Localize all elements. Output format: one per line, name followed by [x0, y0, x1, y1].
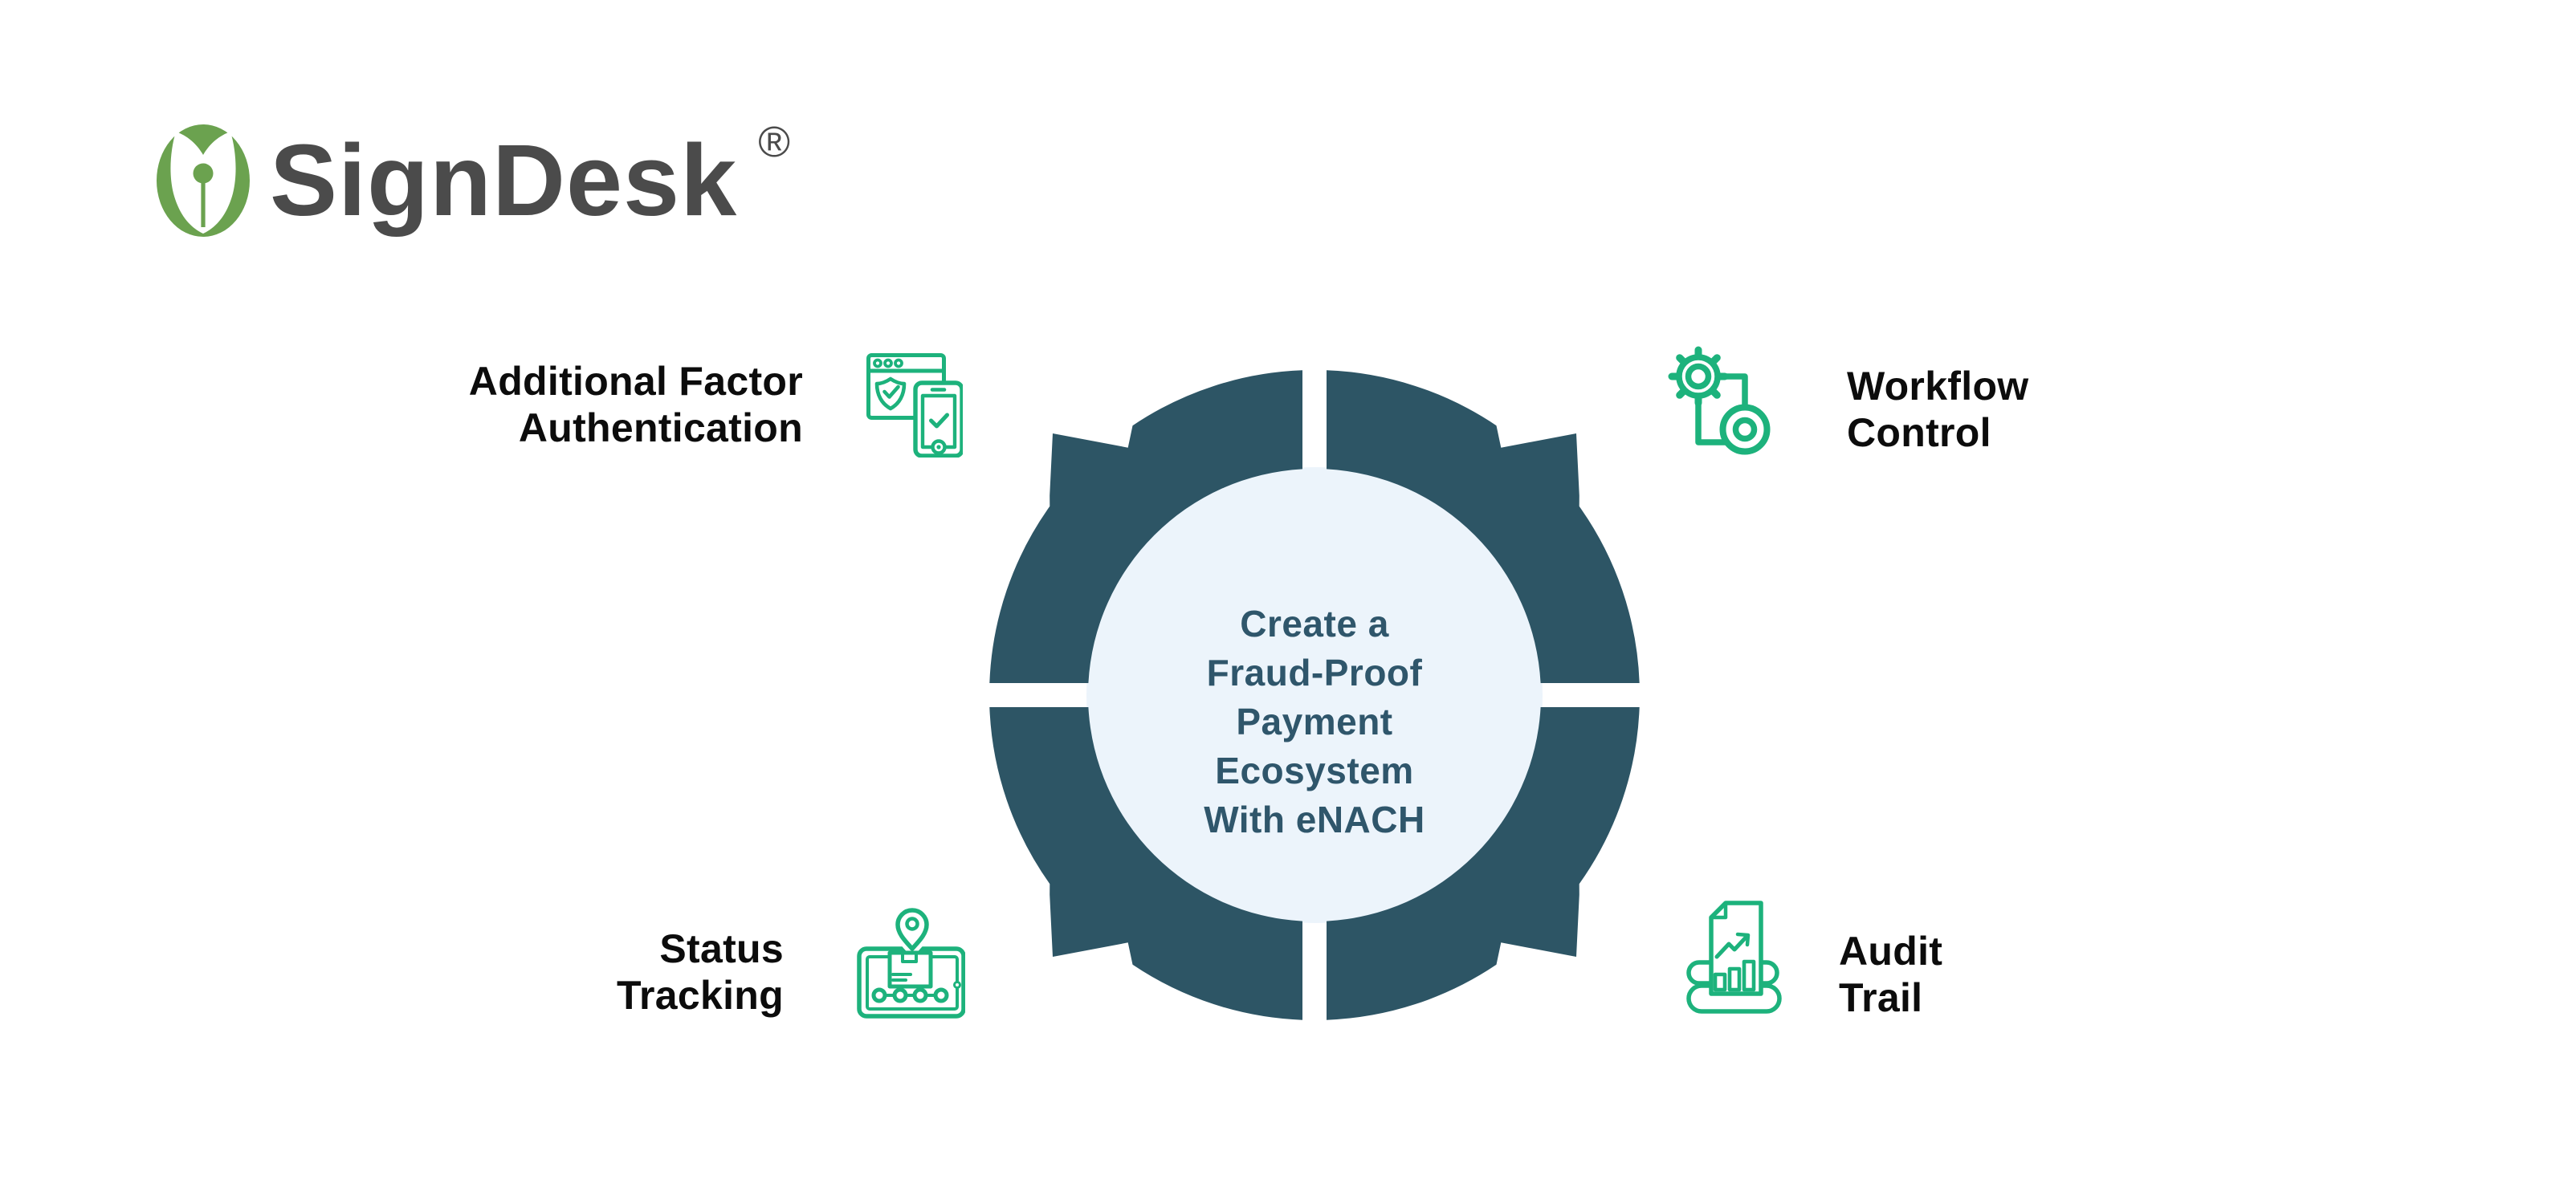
center-message-line: Fraud-Proof	[1206, 652, 1423, 694]
feature-label-line: Tracking	[616, 973, 784, 1018]
center-message-line: Payment	[1236, 701, 1393, 742]
center-disc	[1086, 467, 1543, 923]
feature-label-line: Status	[659, 926, 784, 971]
feature-label-line: Audit	[1839, 929, 1943, 974]
feature-label-additional-factor-authentication: Additional Factor Authentication	[345, 358, 803, 451]
feature-label-line: Authentication	[518, 405, 803, 450]
center-message-line: With eNACH	[1204, 799, 1425, 840]
feature-label-line: Workflow	[1847, 364, 2029, 409]
audit-report-icon	[1686, 901, 1782, 1014]
center-message-line: Ecosystem	[1215, 750, 1414, 791]
center-message-line: Create a	[1240, 603, 1389, 645]
registered-trademark-symbol: ®	[758, 118, 790, 166]
cycle-ring	[989, 370, 1640, 1020]
feature-label-line: Trail	[1839, 975, 1923, 1020]
brand-wordmark: SignDesk	[270, 124, 738, 237]
feature-label-line: Control	[1847, 410, 1991, 455]
pen-nib-badge-icon	[157, 124, 250, 237]
center-message: Create a Fraud-Proof Payment Ecosystem W…	[1114, 600, 1515, 844]
browser-shield-phone-icon	[866, 353, 963, 458]
package-tracking-icon	[857, 904, 965, 1019]
feature-label-audit-trail: Audit Trail	[1839, 928, 2321, 1021]
feature-label-line: Additional Factor	[468, 359, 803, 404]
enach-cycle-diagram	[977, 358, 1652, 1032]
feature-label-workflow-control: Workflow Control	[1847, 363, 2329, 456]
gear-workflow-icon	[1668, 346, 1771, 455]
signdesk-logo: SignDesk ®	[154, 118, 790, 239]
feature-label-status-tracking: Status Tracking	[337, 925, 784, 1019]
